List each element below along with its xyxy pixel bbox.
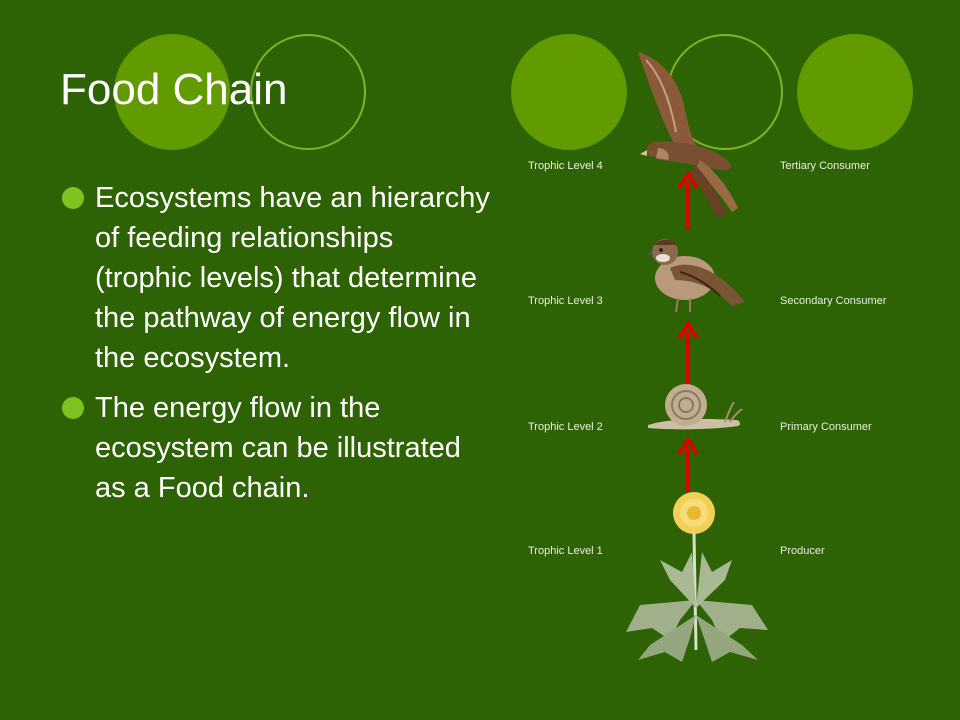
energy-arrow-icon: [677, 320, 699, 392]
decorative-ring: [250, 34, 366, 150]
decorative-circle: [797, 34, 913, 150]
bullet-text: The energy flow in the ecosystem can be …: [95, 392, 461, 504]
level-1-role: Producer: [780, 545, 825, 557]
hawk-icon: [638, 52, 738, 216]
slide-title: Food Chain: [60, 65, 288, 114]
bullet-dot-icon: [62, 397, 84, 419]
bullet-text: Ecosystems have an hierarchy of feeding …: [95, 182, 490, 374]
level-3-role: Secondary Consumer: [780, 295, 887, 307]
dandelion-icon: [626, 492, 768, 662]
level-2-label: Trophic Level 2: [528, 421, 603, 433]
food-chain-diagram: Trophic Level 4 Tertiary Consumer Trophi…: [520, 40, 940, 680]
energy-arrow-icon: [677, 170, 699, 230]
bullet-list: Ecosystems have an hierarchy of feeding …: [62, 178, 492, 518]
sparrow-icon: [646, 239, 745, 313]
level-2-role: Primary Consumer: [780, 421, 872, 433]
bullet-dot-icon: [62, 187, 84, 209]
decorative-circle: [114, 34, 230, 150]
level-4-role: Tertiary Consumer: [780, 160, 870, 172]
bullet-item: Ecosystems have an hierarchy of feeding …: [62, 178, 492, 378]
level-1-label: Trophic Level 1: [528, 545, 603, 557]
decorative-circle: [511, 34, 627, 150]
snail-icon: [648, 384, 743, 430]
energy-arrow-icon: [677, 436, 699, 492]
level-4-label: Trophic Level 4: [528, 160, 603, 172]
food-chain-svg: Trophic Level 4 Tertiary Consumer Trophi…: [528, 52, 887, 662]
bullet-item: The energy flow in the ecosystem can be …: [62, 388, 492, 508]
level-3-label: Trophic Level 3: [528, 295, 603, 307]
